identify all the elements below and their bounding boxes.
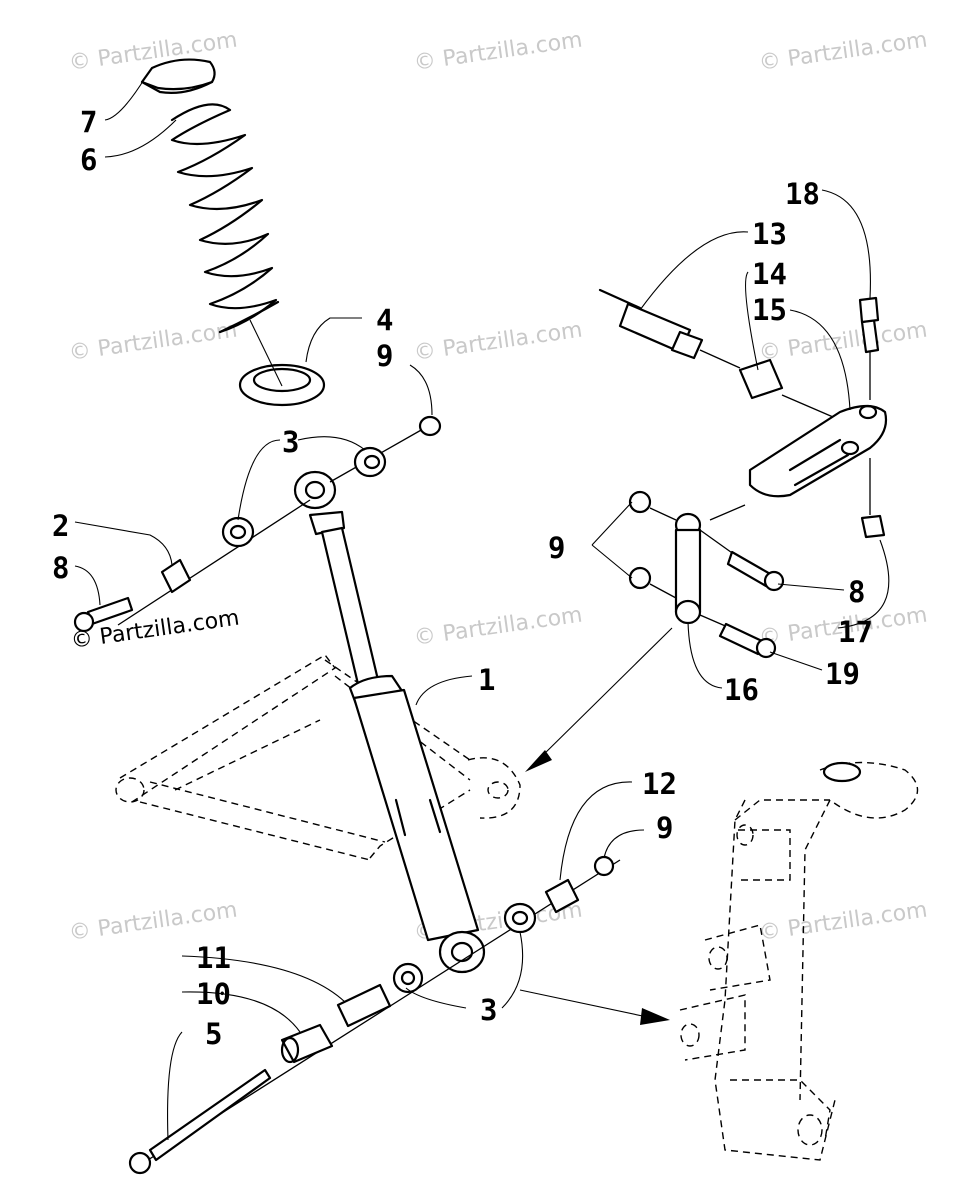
watermark-4: © Partzilla.com [67,318,239,366]
callout-11: 11 [196,941,231,975]
callout-12: 12 [642,767,677,801]
spindle-knuckle-outline [679,761,919,1161]
callout-2: 2 [52,509,69,543]
a-arm-outline [115,654,521,861]
callout-3-upper: 3 [282,425,299,459]
callout-3-lower: 3 [480,993,497,1027]
direction-arrows [519,627,673,1025]
callout-18: 18 [785,177,820,211]
watermark-5: © Partzilla.com [412,318,584,366]
callout-19: 19 [825,657,860,691]
callout-10: 10 [196,977,231,1011]
lower-mount-hardware [128,855,621,1175]
coil-spring [170,103,280,334]
spring-retainer [140,58,216,94]
watermark-2: © Partzilla.com [412,28,584,76]
upper-mount-hardware [73,415,442,633]
leader-lines [74,77,890,1141]
callout-9-right: 9 [548,531,565,565]
watermark-9: © Partzilla.com [67,898,239,946]
callout-labels: 1 2 3 3 4 5 6 7 8 8 9 9 9 10 11 12 13 14… [52,105,873,1051]
callout-1: 1 [478,663,495,697]
callout-4: 4 [376,303,393,337]
callout-17: 17 [838,615,873,649]
callout-8-right: 8 [848,575,865,609]
callout-9-upper: 9 [376,339,393,373]
watermark-7: © Partzilla.com [412,603,584,651]
callout-5: 5 [205,1017,222,1051]
callout-9-lower: 9 [656,811,673,845]
callout-16: 16 [724,673,759,707]
shock-absorber [293,470,486,974]
callout-7: 7 [80,105,97,139]
callout-13: 13 [752,217,787,251]
callout-8-left: 8 [52,551,69,585]
sway-bar-assembly [598,288,888,659]
callout-14: 14 [752,257,787,291]
watermark-3: © Partzilla.com [757,28,929,76]
callout-15: 15 [752,293,787,327]
callout-6: 6 [80,143,97,177]
watermark-11: © Partzilla.com [757,898,929,946]
